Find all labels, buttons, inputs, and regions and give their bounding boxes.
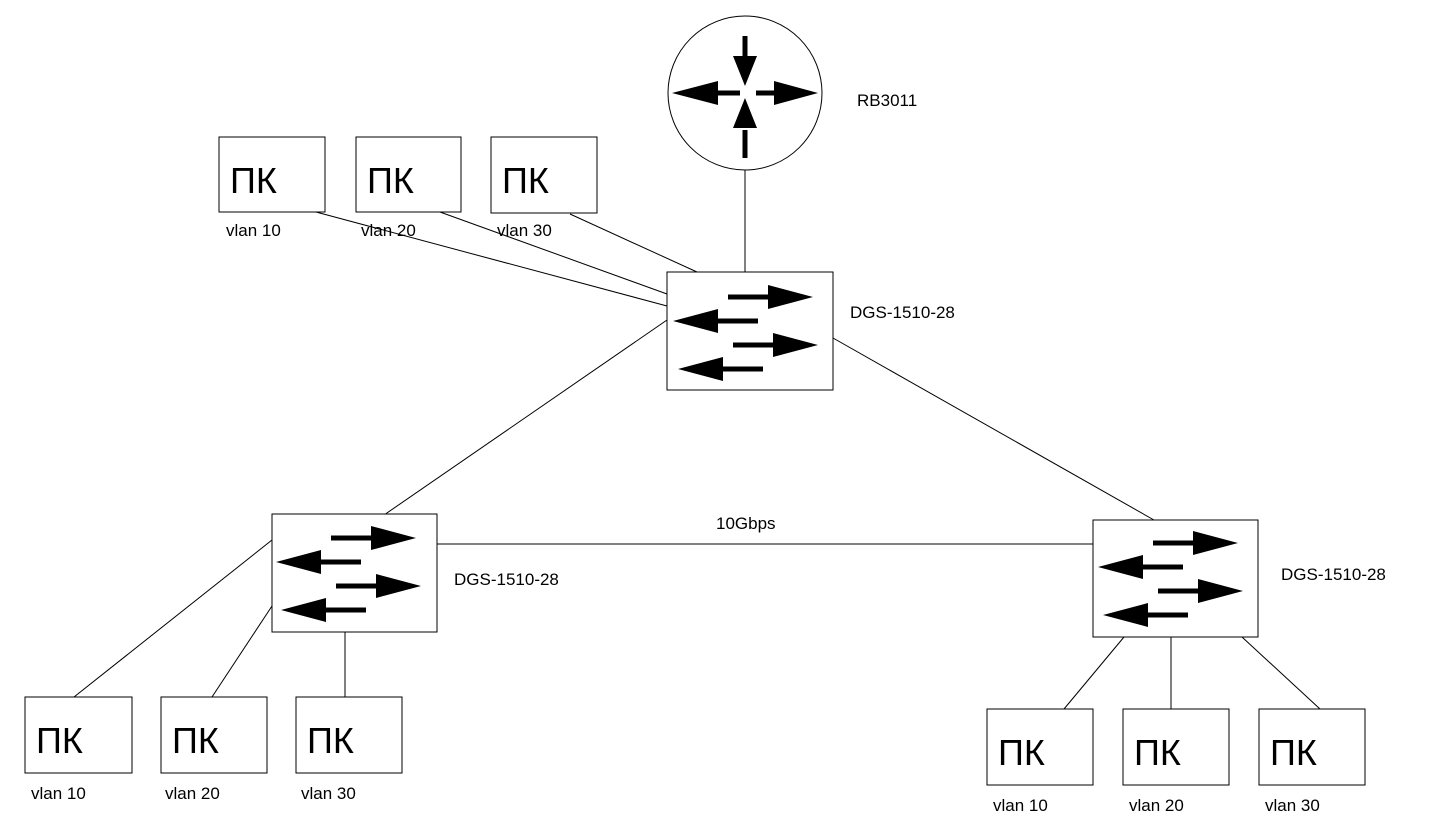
pc-label: ПК (367, 160, 414, 201)
pc-label: ПК (172, 720, 219, 761)
pc-label: ПК (307, 720, 354, 761)
pc-label: ПК (502, 160, 549, 201)
link-right-pc-vlan30 (1241, 636, 1321, 710)
switch-left-label: DGS-1510-28 (454, 570, 559, 589)
pc-label: ПК (36, 720, 83, 761)
vlan-label: vlan 30 (497, 221, 552, 240)
pc-label: ПК (1270, 732, 1317, 773)
router-icon (667, 15, 823, 171)
link-core-pc-vlan20 (439, 211, 668, 295)
pc-right-vlan30[interactable]: ПК vlan 30 (1258, 708, 1366, 815)
link-right-pc-vlan10 (1063, 636, 1125, 710)
vlan-label: vlan 10 (226, 221, 281, 240)
pc-label: ПК (1134, 732, 1181, 773)
switch-right[interactable]: DGS-1510-28 (1092, 519, 1386, 638)
pc-right-vlan10[interactable]: ПК vlan 10 (986, 708, 1094, 815)
vlan-label: vlan 20 (1129, 796, 1184, 815)
switch-right-label: DGS-1510-28 (1281, 565, 1386, 584)
switch-left[interactable]: DGS-1510-28 (271, 513, 559, 633)
link-core-left-switch (383, 319, 668, 516)
vlan-label: vlan 20 (361, 221, 416, 240)
router-label: RB3011 (857, 91, 917, 110)
vlan-label: vlan 30 (1265, 796, 1320, 815)
vlan-label: vlan 10 (993, 796, 1048, 815)
link-left-pc-vlan20 (211, 605, 273, 698)
switch-core-label: DGS-1510-28 (850, 303, 955, 322)
vlan-label: vlan 20 (165, 784, 220, 803)
trunk-link-label: 10Gbps (716, 514, 776, 533)
switch-core[interactable]: DGS-1510-28 (666, 271, 955, 391)
link-core-pc-vlan10 (315, 211, 668, 307)
router-rb3011[interactable]: RB3011 (667, 15, 917, 171)
link-core-pc-vlan30 (569, 213, 698, 273)
pc-label: ПК (998, 732, 1045, 773)
link-left-pc-vlan10 (73, 539, 273, 698)
pc-top-vlan10[interactable]: ПК vlan 10 (218, 136, 326, 240)
link-core-right-switch (832, 337, 1155, 521)
pc-top-vlan30[interactable]: ПК vlan 30 (490, 136, 598, 240)
pc-left-vlan10[interactable]: ПК vlan 10 (24, 696, 133, 803)
vlan-label: vlan 30 (301, 784, 356, 803)
pc-left-vlan20[interactable]: ПК vlan 20 (160, 696, 268, 803)
pc-top-vlan20[interactable]: ПК vlan 20 (355, 136, 462, 240)
links (73, 168, 1321, 710)
pc-left-vlan30[interactable]: ПК vlan 30 (295, 696, 403, 803)
vlan-label: vlan 10 (31, 784, 86, 803)
pc-right-vlan20[interactable]: ПК vlan 20 (1122, 708, 1230, 815)
pc-label: ПК (230, 160, 277, 201)
